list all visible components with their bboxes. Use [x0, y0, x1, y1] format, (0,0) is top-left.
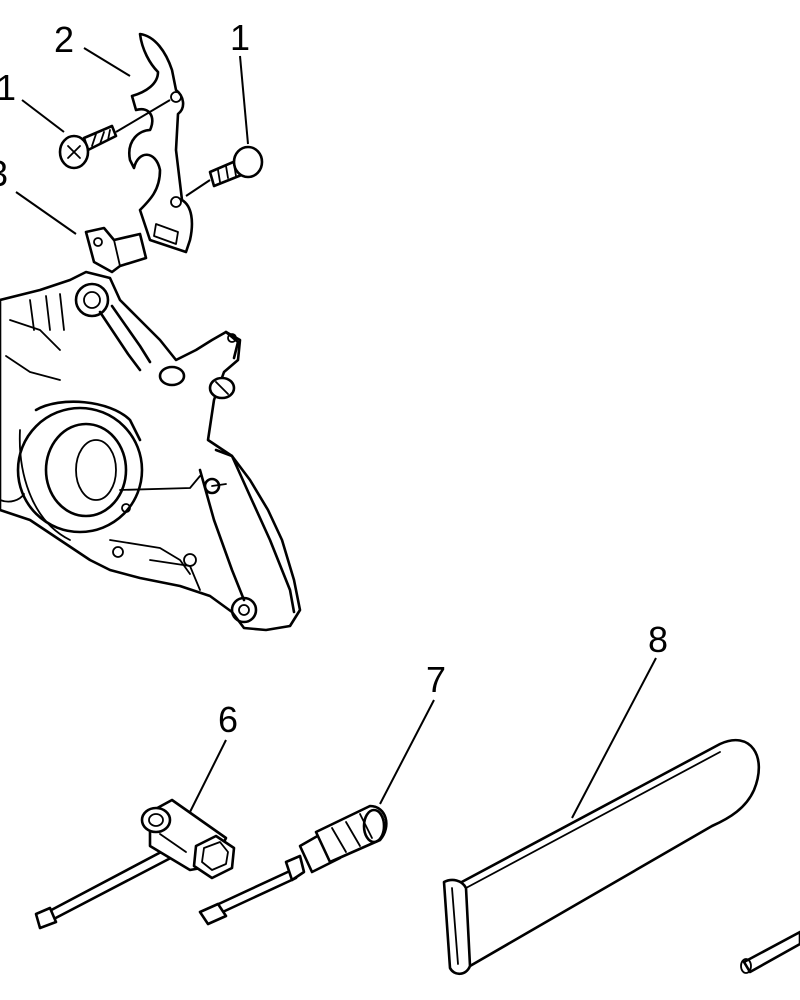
leader-lines	[15, 47, 657, 819]
part-2-bracket	[128, 32, 194, 254]
callout-2: 2	[54, 19, 74, 60]
callout-1-right: 1	[230, 17, 250, 58]
part-3-angle-bracket	[84, 226, 148, 274]
part-8-guide-bar-cover	[442, 738, 761, 976]
part-1-screw-right	[185, 145, 264, 197]
partial-part-edge	[740, 930, 800, 974]
callout-7: 7	[426, 659, 446, 700]
callout-6: 6	[218, 699, 238, 740]
callout-3: 3	[0, 153, 8, 194]
callout-8: 8	[648, 619, 668, 660]
part-7-screwdriver	[198, 804, 388, 926]
part-1-screw-left	[58, 99, 171, 170]
part-6-combination-wrench	[34, 798, 236, 930]
callout-1-left: 1	[0, 67, 16, 108]
crankcase-housing	[0, 270, 302, 632]
callout-numbers: 1 1 2 3 6 7 8	[0, 17, 668, 740]
